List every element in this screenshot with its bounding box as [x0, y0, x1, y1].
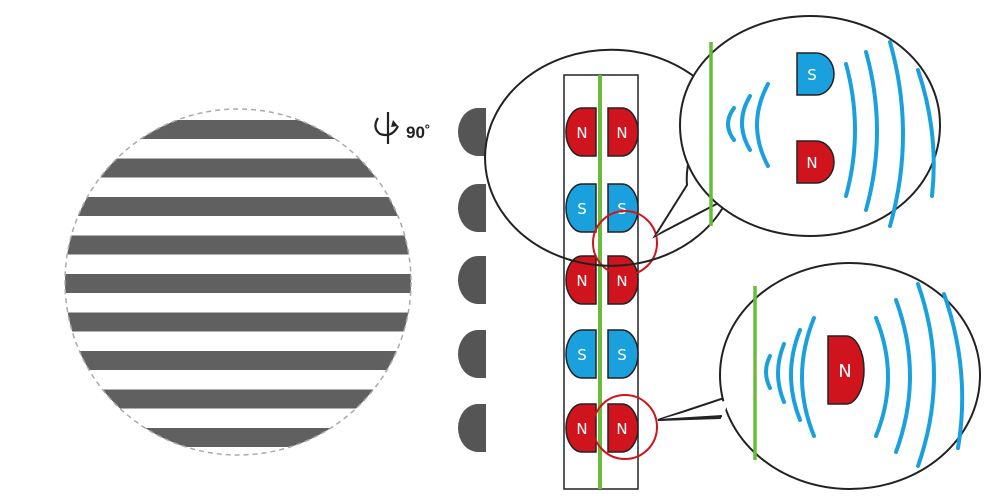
rotated-magnet — [458, 108, 486, 156]
rotation-indicator: 90˚ — [374, 112, 431, 144]
field-lines-top — [726, 40, 936, 228]
magnet-right — [607, 107, 639, 157]
magnet-left — [565, 255, 597, 305]
magnet-left-label: N — [576, 420, 587, 438]
field-line — [740, 94, 752, 152]
callout-top-magnet-s: S — [796, 52, 835, 96]
magnet-right-label: N — [616, 272, 627, 290]
disc-stripe — [65, 120, 411, 139]
field-line — [755, 82, 770, 168]
disc-stripe — [65, 428, 411, 447]
rotated-magnet-column — [458, 108, 486, 452]
magnet-right — [607, 183, 639, 233]
rotate-arrow-icon — [374, 112, 399, 144]
magnet-right-label: N — [616, 124, 627, 142]
disc-stripe — [65, 389, 411, 409]
field-line — [894, 298, 912, 454]
field-lines-bottom — [764, 282, 965, 468]
magnet-right — [607, 403, 639, 453]
magnet-left-label: N — [576, 124, 587, 142]
rotated-magnet — [458, 404, 486, 452]
magnet-right-label: S — [617, 200, 627, 218]
callout-top-s-label: S — [807, 66, 817, 84]
striped-disc — [64, 108, 412, 456]
highlight-circle-bottom — [592, 394, 658, 460]
magnet-right-label: S — [617, 346, 627, 364]
field-line — [864, 50, 879, 212]
callout-bottom-magnet-n: N — [827, 335, 865, 405]
callout-top-magnet-n: N — [796, 140, 835, 184]
disc-stripe — [65, 235, 411, 255]
field-line — [916, 282, 936, 468]
field-line — [764, 354, 772, 390]
magnet-left — [565, 329, 597, 379]
callout-bottom: N — [657, 261, 982, 491]
field-line — [888, 40, 905, 228]
callout-bottom-n-label: N — [838, 361, 851, 382]
magnet-left-label: N — [576, 272, 587, 290]
magnet-left-label: S — [577, 346, 587, 364]
magnet-left-label: S — [577, 200, 587, 218]
disc-stripe — [65, 197, 411, 216]
disc-stripe — [65, 158, 411, 178]
rotated-magnet — [458, 184, 486, 232]
magnet-right — [607, 255, 639, 305]
disc-stripe — [65, 274, 411, 293]
magnet-left — [565, 107, 597, 157]
field-line — [874, 316, 890, 438]
field-line — [942, 292, 965, 450]
field-line — [789, 328, 802, 422]
rotation-label: 90˚ — [406, 123, 431, 142]
callout-top-n-label: N — [806, 154, 817, 172]
field-line — [844, 62, 857, 198]
field-line — [916, 68, 936, 198]
rotated-magnet — [458, 256, 486, 304]
highlight-circle-top — [592, 210, 658, 276]
field-line — [800, 316, 816, 438]
callout-top: S N — [484, 14, 942, 267]
magnet-left — [565, 403, 597, 453]
field-line — [726, 106, 736, 142]
rotated-magnet — [458, 330, 486, 378]
disc-stripe — [65, 351, 411, 370]
disc-stripe — [65, 312, 411, 332]
field-line — [776, 342, 786, 404]
magnet-right-label: N — [616, 420, 627, 438]
magnet-left — [565, 183, 597, 233]
magnet-right — [607, 329, 639, 379]
